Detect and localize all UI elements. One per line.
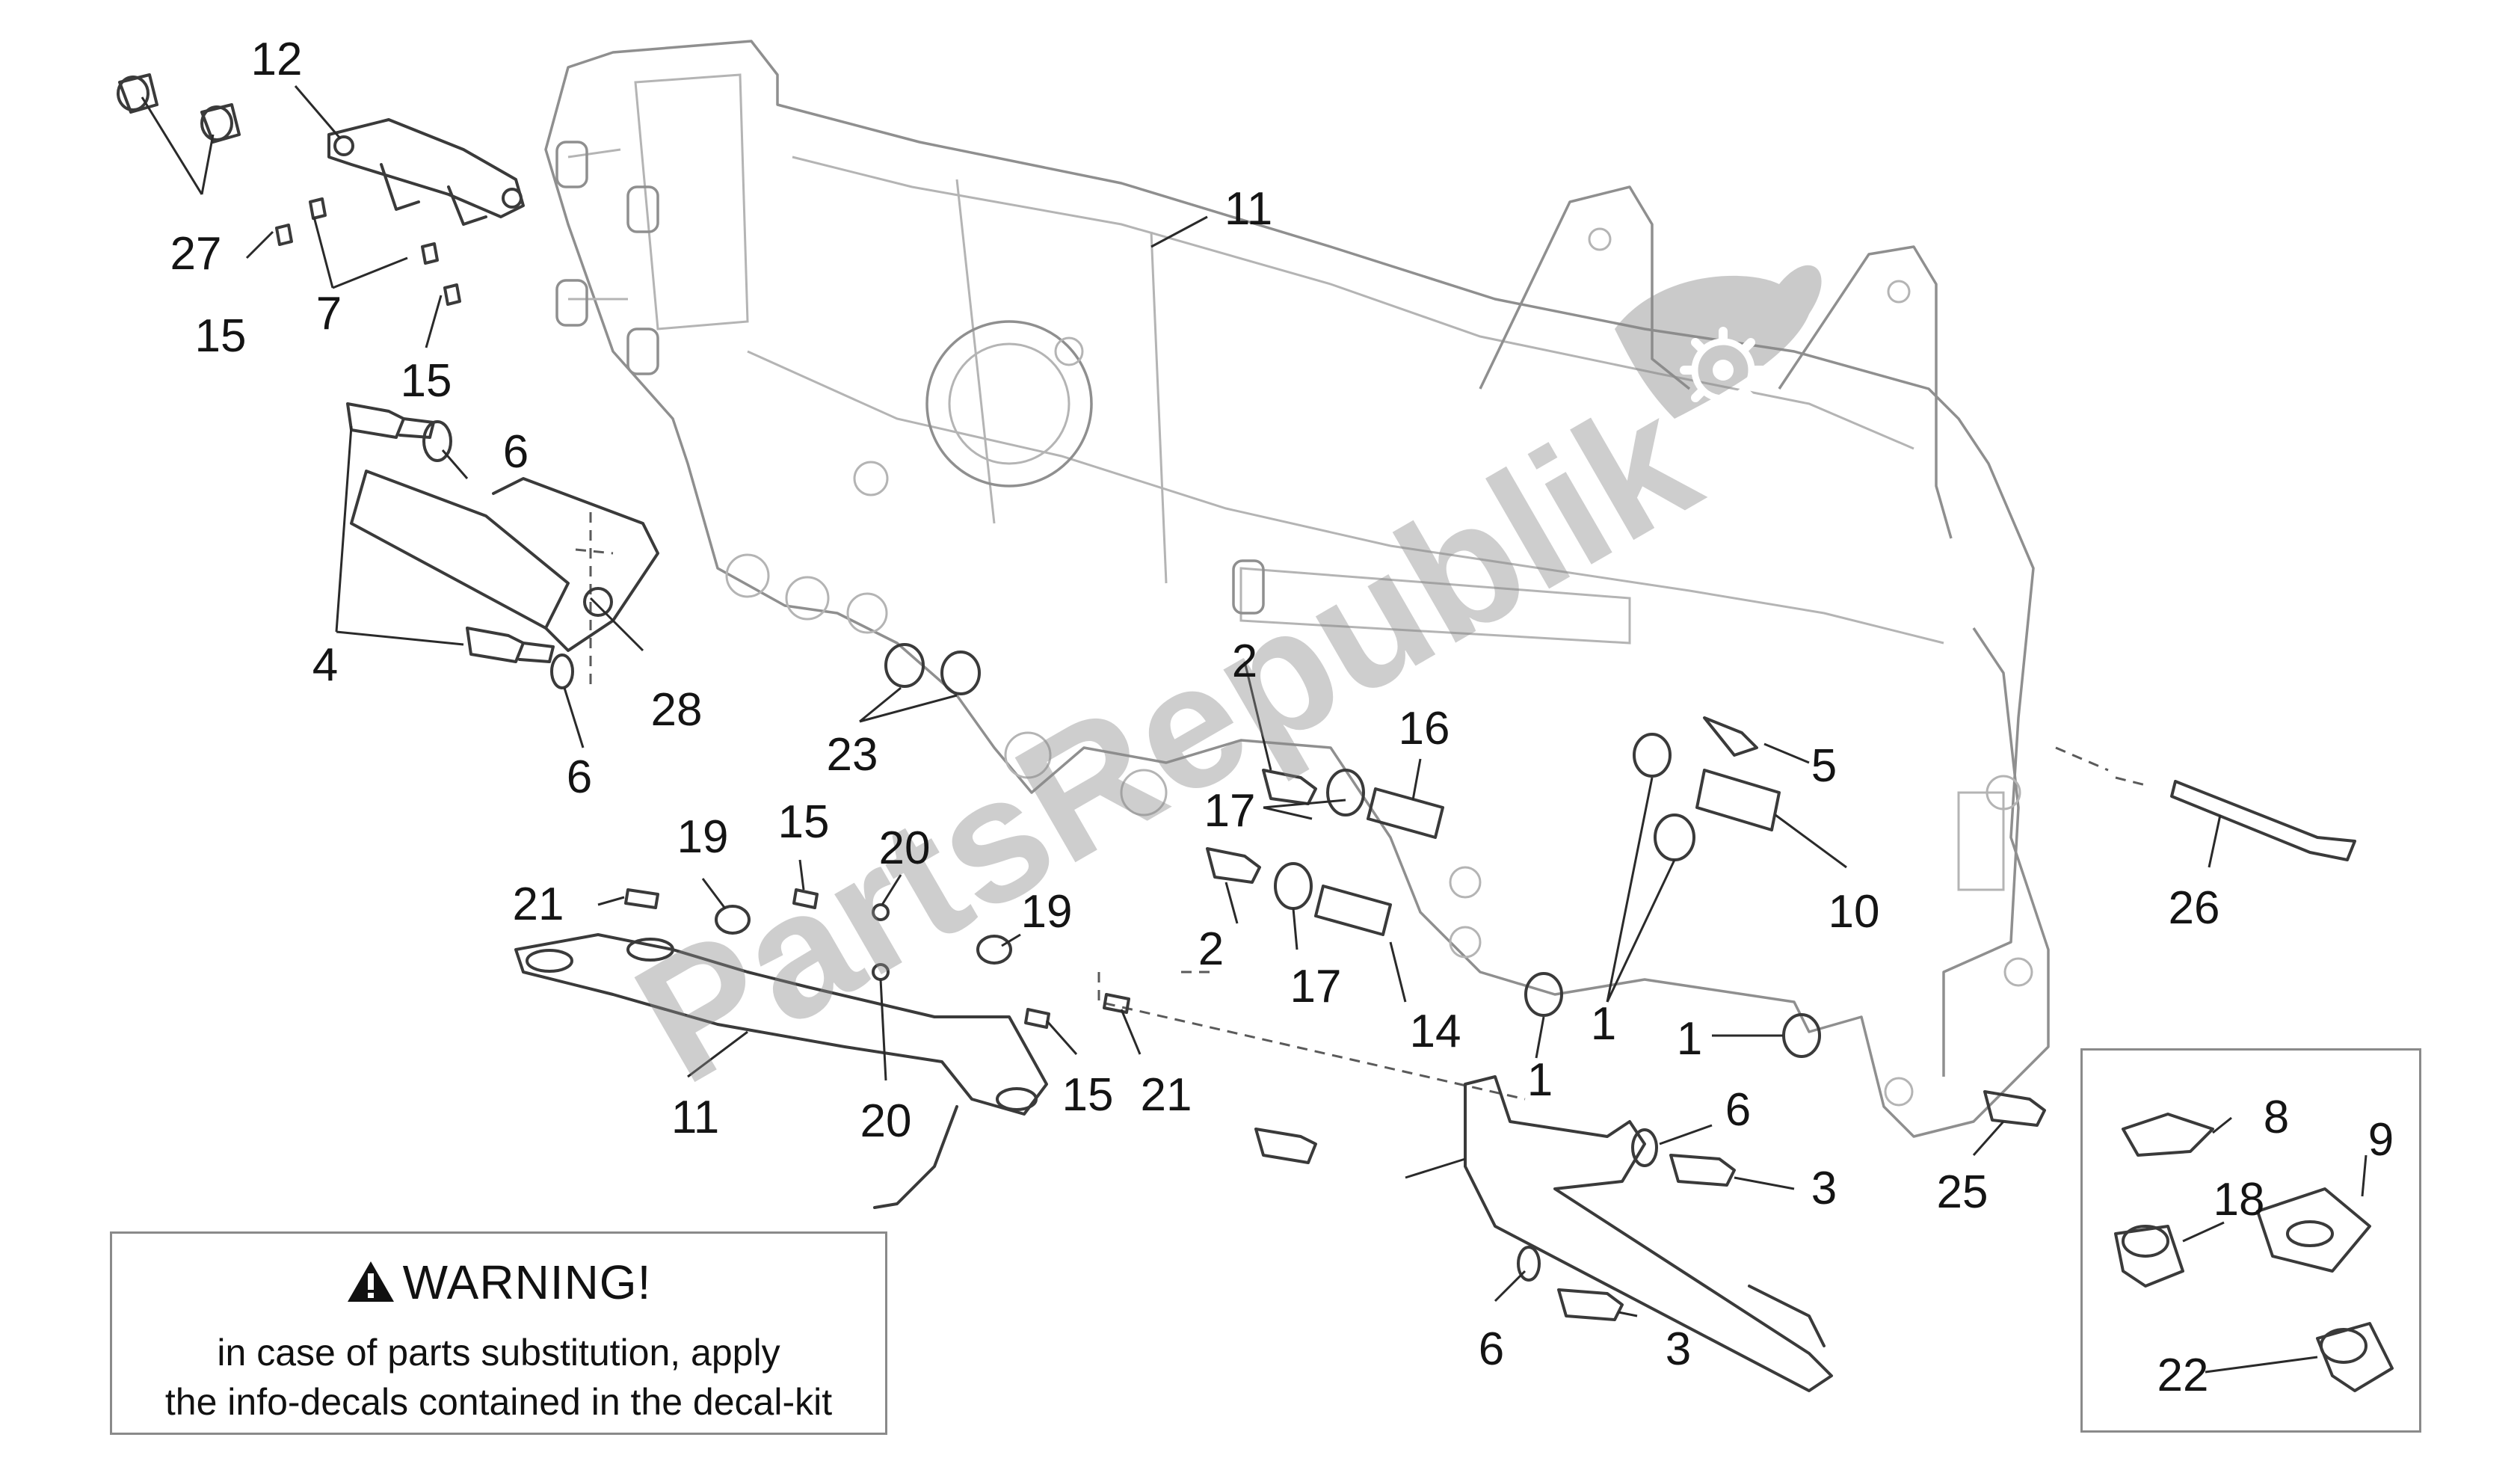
callout-9: 9	[2368, 1114, 2394, 1166]
callout-7: 7	[316, 288, 342, 339]
callout-12: 12	[251, 34, 303, 85]
callout-26: 27	[170, 228, 222, 280]
callout-6: 6	[567, 751, 592, 803]
callout-3: 3	[1666, 1323, 1691, 1375]
callout-4: 4	[312, 639, 338, 691]
callout-18: 18	[2214, 1174, 2265, 1225]
callout-15: 15	[1062, 1069, 1114, 1121]
callout-13: 11	[1224, 183, 1272, 235]
warning-line-2: the info-decals contained in the decal-k…	[164, 1381, 833, 1423]
callout-6: 6	[1479, 1323, 1504, 1375]
callout-15: 15	[778, 796, 830, 848]
callout-20: 20	[879, 822, 931, 874]
warning-title-row: WARNING!	[112, 1255, 885, 1314]
callout-2: 2	[1232, 636, 1257, 687]
leader-lines	[141, 85, 2367, 1374]
warning-line-1: in case of parts substitution, apply	[217, 1332, 780, 1374]
callout-15: 15	[195, 310, 247, 362]
callout-19: 19	[677, 811, 729, 863]
callout-22: 22	[2157, 1350, 2209, 1401]
warning-notice: WARNING! in case of parts substitution, …	[110, 1231, 887, 1435]
callout-17: 17	[1204, 785, 1256, 837]
callout-11: 11	[671, 1092, 719, 1143]
callout-24: 25	[1937, 1166, 1988, 1218]
gear-icon	[1680, 327, 1766, 413]
callout-23: 23	[827, 729, 878, 781]
warning-title: WARNING!	[402, 1255, 652, 1309]
callout-14: 14	[1410, 1006, 1461, 1057]
callout-3: 3	[1811, 1163, 1837, 1214]
callout-6: 6	[1725, 1084, 1751, 1136]
callout-20: 20	[860, 1095, 912, 1147]
callout-21: 21	[1141, 1069, 1192, 1121]
callout-16: 16	[1399, 703, 1450, 754]
callout-5: 5	[1811, 740, 1837, 792]
inset-parts-box	[2080, 1048, 2421, 1433]
callout-27: 28	[651, 684, 703, 736]
callout-6: 6	[503, 426, 529, 478]
callout-1: 1	[1527, 1054, 1553, 1106]
callout-1: 1	[1591, 998, 1616, 1050]
callout-2: 2	[1198, 923, 1224, 975]
callout-15: 15	[401, 355, 452, 407]
alignment-lines	[575, 512, 2146, 1101]
parts	[117, 73, 2394, 1392]
callout-21: 21	[513, 879, 564, 930]
callout-1: 1	[1677, 1013, 1702, 1065]
watermark: PartsRepublik	[605, 265, 1822, 1120]
callout-labels: 12 27 15 7 15 11 6 4 28 6 23 2 16 17 2 1…	[170, 34, 2394, 1401]
warning-triangle-icon	[346, 1259, 395, 1314]
callout-10: 10	[1829, 886, 1880, 938]
callout-8: 8	[2264, 1092, 2289, 1143]
callout-25: 26	[2169, 882, 2220, 934]
main-frame	[544, 40, 2050, 1138]
callout-17: 17	[1290, 961, 1342, 1012]
callout-19: 19	[1021, 886, 1073, 938]
